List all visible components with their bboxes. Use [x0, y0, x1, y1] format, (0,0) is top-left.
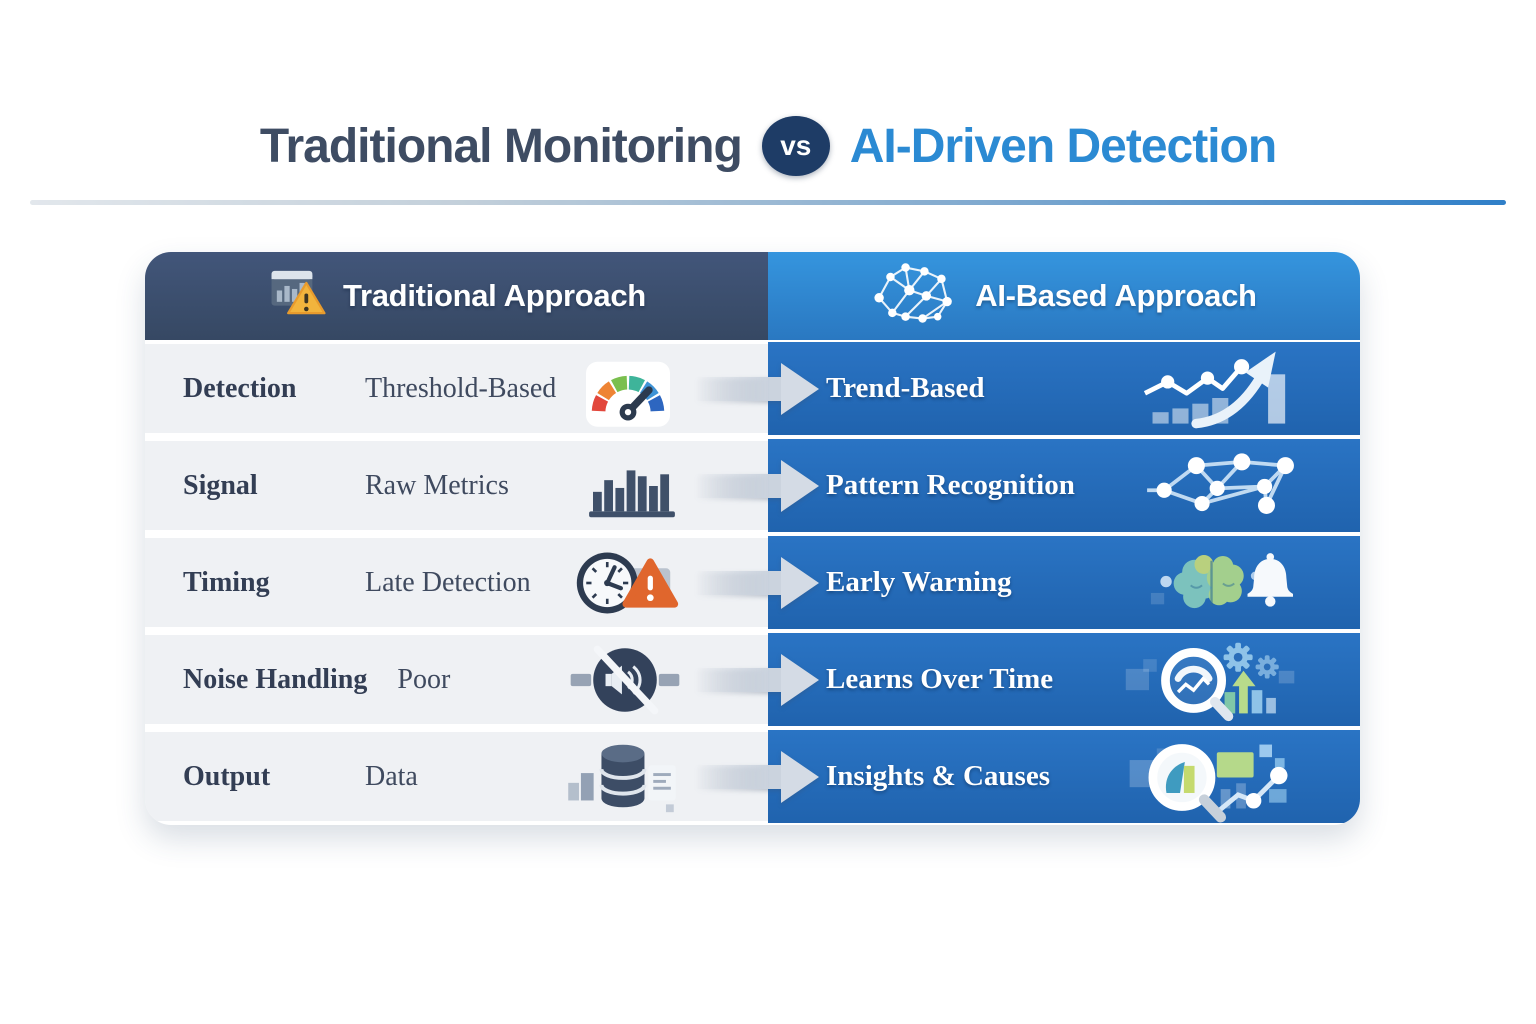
arrow-icon: [695, 556, 819, 609]
traditional-value: Late Detection: [365, 566, 531, 598]
title-underline: [30, 200, 1506, 205]
neural-network-icon: [871, 260, 959, 333]
noise-muted-icon: [568, 639, 682, 721]
brain-bell-icon: [1140, 538, 1302, 628]
comparison-table: Traditional Approach: [145, 252, 1360, 825]
arrow-icon: [695, 653, 819, 706]
ai-value: Pattern Recognition: [826, 469, 1075, 501]
traditional-value: Threshold-Based: [365, 372, 557, 404]
ai-cell: Learns Over Time: [768, 633, 1360, 726]
traditional-value: Data: [365, 760, 418, 792]
traditional-cell: Timing Late Detection: [145, 538, 768, 627]
ai-value: Insights & Causes: [826, 760, 1050, 792]
ai-value: Learns Over Time: [826, 663, 1054, 695]
comparison-row-noise-handling: Noise Handling Poor Learns: [145, 631, 1360, 728]
row-label: Signal: [183, 469, 258, 501]
comparison-row-detection: Detection Threshold-Based: [145, 340, 1360, 437]
database-icon: [560, 734, 682, 820]
magnifier-gears-icon: [1120, 634, 1302, 726]
traditional-value: Poor: [397, 663, 451, 695]
ai-value: Trend-Based: [826, 372, 985, 404]
clock-warning-icon: [564, 541, 682, 625]
row-label: Timing: [183, 566, 270, 598]
ai-header-label: AI-Based Approach: [975, 278, 1257, 313]
trend-growth-icon: [1130, 344, 1302, 434]
traditional-header-label: Traditional Approach: [343, 278, 646, 313]
row-label: Detection: [183, 372, 297, 404]
arrow-icon: [695, 750, 819, 803]
traditional-cell: Noise Handling Poor: [145, 635, 768, 724]
ai-cell: Early Warning: [768, 536, 1360, 629]
traditional-value: Raw Metrics: [365, 469, 509, 501]
table-header: Traditional Approach: [145, 252, 1360, 340]
traditional-cell: Output Data: [145, 732, 768, 821]
title-traditional: Traditional Monitoring: [259, 119, 743, 173]
arrow-icon: [695, 362, 819, 415]
comparison-row-output: Output Data: [145, 728, 1360, 825]
bar-chart-icon: [582, 447, 682, 525]
ai-cell: Insights & Causes: [768, 730, 1360, 823]
page-title: Traditional Monitoring vs AI-Driven Dete…: [0, 116, 1536, 176]
magnifier-insights-icon: [1120, 731, 1302, 823]
row-label: Noise Handling: [183, 663, 368, 695]
network-graph-icon: [1140, 441, 1302, 531]
dashboard-warning-icon: [267, 266, 329, 326]
arrow-icon: [695, 459, 819, 512]
traditional-header: Traditional Approach: [145, 252, 768, 340]
gauge-icon: [574, 347, 682, 431]
vs-badge: vs: [761, 116, 830, 176]
comparison-row-signal: Signal Raw Metrics Pattern Re: [145, 437, 1360, 534]
ai-value: Early Warning: [826, 566, 1012, 598]
ai-cell: Pattern Recognition: [768, 439, 1360, 532]
ai-header: AI-Based Approach: [768, 252, 1360, 340]
ai-cell: Trend-Based: [768, 342, 1360, 435]
traditional-cell: Detection Threshold-Based: [145, 344, 768, 433]
traditional-cell: Signal Raw Metrics: [145, 441, 768, 530]
row-label: Output: [183, 760, 271, 792]
comparison-row-timing: Timing Late Detection: [145, 534, 1360, 631]
title-ai: AI-Driven Detection: [849, 119, 1277, 173]
